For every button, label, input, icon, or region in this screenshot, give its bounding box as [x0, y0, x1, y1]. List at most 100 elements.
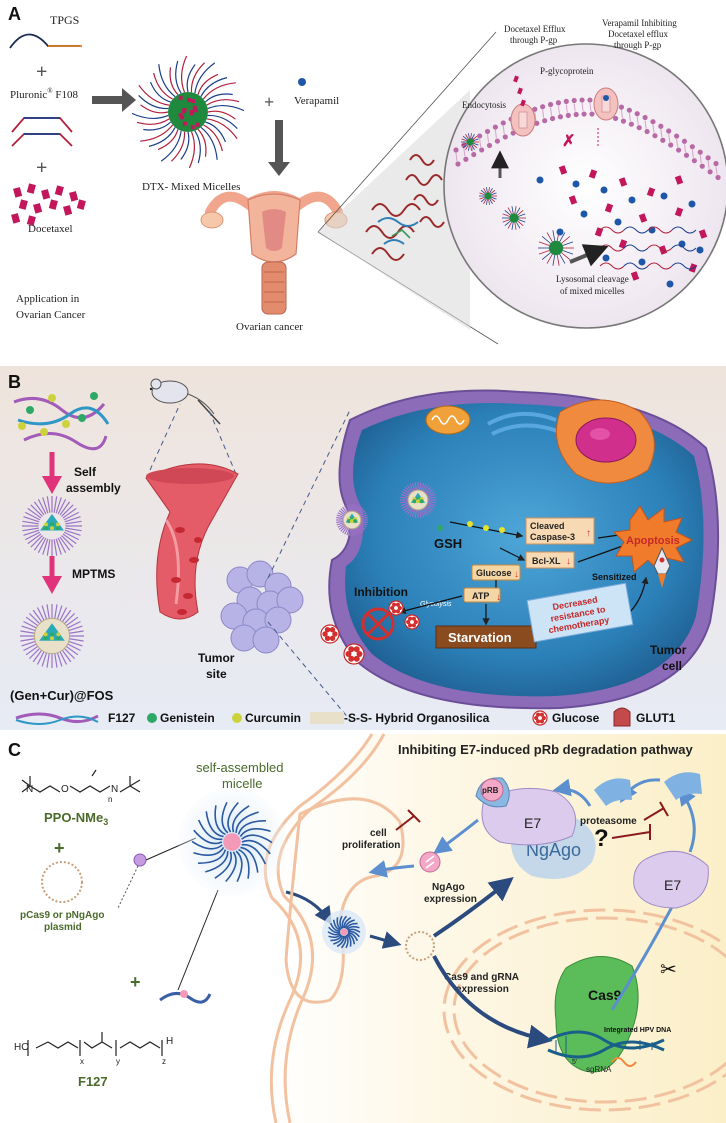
tumor-site-cluster: [220, 560, 304, 654]
gen-cur-fos-particle: [20, 604, 84, 668]
tpgs-label: TPGS: [50, 13, 79, 27]
atp-down-icon: ↓: [496, 592, 501, 603]
arrow-down: [268, 120, 290, 176]
plasmid-line-1: pCas9 or pNgAgo: [20, 910, 104, 921]
inhibition-label: Inhibition: [354, 585, 408, 599]
mouse-illustration: [149, 378, 221, 425]
tumor-cell-2: cell: [662, 659, 682, 673]
f127-chain-icon: [159, 992, 212, 1004]
cell-prolif-2: proliferation: [342, 840, 400, 851]
application-line-1: Application in: [16, 293, 80, 305]
tumor-site-1: Tumor: [198, 651, 235, 665]
atp-box: [463, 587, 501, 603]
panel-a-letter: A: [8, 4, 21, 24]
decreased-resistance-box: Decreased resistance to chemotherapy: [526, 582, 634, 643]
prb-protein: [480, 778, 504, 802]
ngago-expr-1: NgAgo: [432, 882, 465, 893]
plasmid-line-2: plasmid: [44, 922, 82, 933]
f127-sub-x: x: [80, 1057, 84, 1066]
micelle-label-2: micelle: [222, 776, 262, 791]
five-prime-label: 5': [572, 1059, 577, 1066]
n-atom-left: N: [26, 784, 33, 795]
e7-label-right: E7: [664, 877, 681, 893]
curcumin-icon: [232, 713, 242, 723]
plus-c-2: +: [130, 972, 141, 992]
docetaxel-label: Docetaxel: [28, 223, 73, 235]
dtx-efflux-trail: [513, 75, 526, 107]
starvation-label: Starvation: [448, 630, 512, 645]
e7-label-complex: E7: [524, 815, 541, 831]
self-assembled-micelle: [191, 801, 273, 883]
f127-sub-y: y: [116, 1057, 120, 1066]
plus-3: +: [264, 92, 274, 112]
arrow-to-micelle: [92, 88, 136, 112]
plus-c-1: +: [54, 838, 65, 858]
prb-label: pRB: [482, 786, 499, 795]
inhibition-icon: [361, 607, 395, 641]
ppo-nme3-structure: [21, 769, 141, 793]
caspase-up-icon: ↑: [586, 528, 591, 539]
verap-inhib-line-2: Docetaxel efflux: [608, 29, 669, 39]
cell-prolif-1: cell: [370, 828, 387, 839]
e7-protein-right: [633, 850, 709, 909]
lyso-line-1: Lysosomal cleavage: [556, 274, 629, 284]
endocytosis-label: Endocytosis: [462, 100, 506, 110]
f127-label: F127: [78, 1074, 108, 1089]
o-atom-1: O: [61, 784, 69, 795]
nucleus-envelope: [442, 908, 726, 1112]
ngago-expr-2: expression: [424, 894, 477, 905]
panel-c: C Inhibiting E7-induced pRb degradation …: [0, 733, 726, 1123]
released-drug-and-verapamil: [536, 165, 708, 288]
n-subscript: n: [108, 795, 112, 804]
verapamil-dot: [298, 78, 306, 86]
plus-1: +: [36, 61, 47, 83]
ppo-label: PPO-NMe3: [44, 810, 108, 827]
plasmid-icon: [41, 861, 83, 903]
glucose-box-label: Glucose: [476, 568, 512, 578]
f127-structure: [27, 1032, 163, 1056]
cas9-expr-2: expression: [456, 984, 509, 995]
endoplasmic-reticulum: [487, 411, 561, 436]
cleaved-label: Cleaved: [530, 521, 565, 531]
internalized-micelle: [327, 915, 361, 949]
nucleus-golgi: [555, 399, 655, 484]
self-assembly-1: Self: [74, 465, 97, 479]
bclxl-box: [525, 551, 575, 569]
panel-a: A TPGS + Pluronic® F108 + Docetaxel Appl…: [8, 4, 726, 345]
glycolysis-label: Glycolysis: [420, 601, 452, 608]
scissors-icon: ✂: [660, 959, 677, 981]
legend-organosilica: -S-S- Hybrid Organosilica: [344, 711, 490, 725]
pgp-transporter-2: [593, 87, 619, 121]
glucose-molecules: [320, 600, 420, 665]
plus-2: +: [36, 157, 47, 179]
bclxl-down-icon: ↓: [566, 556, 571, 567]
gsh-label: GSH: [434, 536, 462, 551]
verapamil-label: Verapamil: [294, 95, 339, 107]
released-prb: [419, 851, 441, 873]
inhibit-x: ✗: [562, 133, 575, 150]
plasmid-in-cell: [405, 931, 435, 961]
panel-b-letter: B: [8, 372, 21, 392]
uterus-illustration: [200, 190, 348, 315]
question-mark: ?: [594, 825, 609, 852]
ovarian-cancer-label: Ovarian cancer: [236, 321, 303, 333]
cas9-label: Cas9: [588, 987, 622, 1003]
legend-f127: F127: [108, 711, 136, 725]
f127-sub-z: z: [162, 1057, 166, 1066]
sgrna-label: sgRNA: [586, 1065, 612, 1074]
f127-h: H: [166, 1036, 173, 1047]
internalized-micelles: [461, 133, 574, 266]
docetaxel-particles: [11, 183, 86, 226]
ngago-label: NgAgo: [526, 840, 581, 860]
legend-glut1: GLUT1: [636, 711, 676, 725]
genistein-icon: [147, 713, 157, 723]
pgp-protein-structure: [365, 154, 445, 261]
mptms-label: MPTMS: [72, 567, 115, 581]
glucose-icon: [532, 710, 548, 726]
panel-c-letter: C: [8, 740, 21, 760]
dtx-mixed-micelle: [131, 55, 245, 169]
f127-ho: HO: [14, 1042, 29, 1053]
micelles-label: DTX- Mixed Micelles: [142, 181, 240, 193]
caspase-label: Caspase-3: [530, 532, 575, 542]
